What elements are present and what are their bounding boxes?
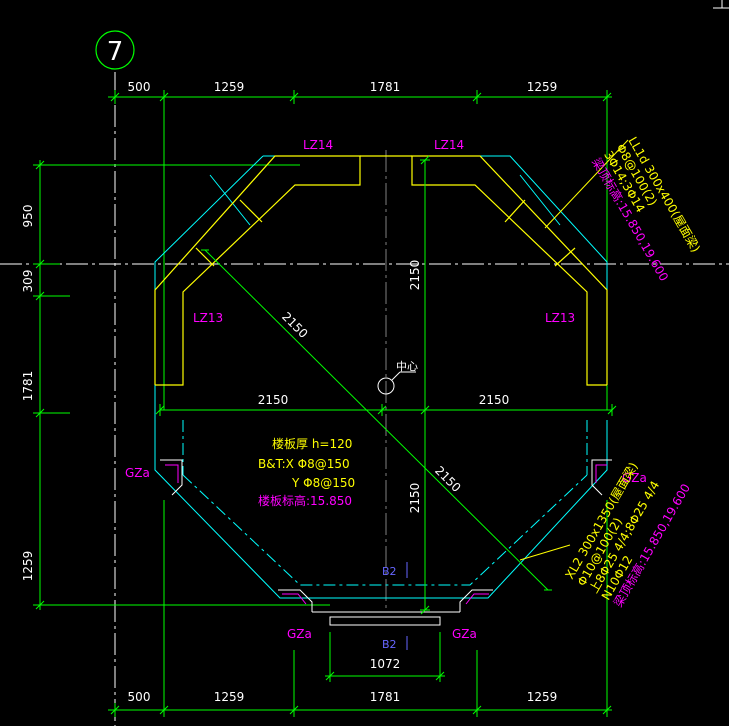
bottom-opening	[312, 611, 460, 626]
center-marker	[377, 371, 416, 395]
dim-inner-diag-upper: 2150	[279, 309, 310, 340]
label-gza-bottom-left: GZa	[287, 627, 312, 641]
dim-inner-v-bottom: 2150	[408, 483, 422, 514]
ll1d-leader	[544, 139, 629, 229]
inner-dimension-lines	[155, 155, 617, 615]
dimension-text-top: 500 1259 1781 1259	[128, 80, 558, 94]
dimension-text-left: 950 309 1781 1259	[21, 205, 35, 582]
label-gza-left: GZa	[125, 466, 150, 480]
upper-walls-yellow	[154, 155, 608, 386]
dim-left-3: 1781	[21, 371, 35, 402]
dim-inner-h-left: 2150	[258, 393, 289, 407]
dim-inner-v-top: 2150	[408, 260, 422, 291]
dim-bottom-3: 1781	[370, 690, 401, 704]
b2-labels: B2 B2	[382, 565, 397, 651]
dim-left-4: 1259	[21, 551, 35, 582]
dim-inner-h-right: 2150	[479, 393, 510, 407]
dim-top-4: 1259	[527, 80, 558, 94]
label-gza-right: GZa	[622, 471, 647, 485]
dim-top-2: 1259	[214, 80, 245, 94]
slab-y: Y Φ8@150	[291, 476, 355, 490]
dim-top-3: 1781	[370, 80, 401, 94]
dimension-chain-bottom	[108, 500, 612, 717]
dim-bottom-1: 500	[128, 690, 151, 704]
slab-thickness: 楼板厚 h=120	[272, 436, 352, 451]
slab-elevation: 楼板标高:15.850	[258, 493, 352, 508]
gza-columns-magenta	[165, 464, 607, 605]
label-lz13-left: LZ13	[193, 311, 223, 325]
dimension-text-bottom: 500 1259 1781 1259	[128, 690, 558, 704]
dim-top-1: 500	[128, 80, 151, 94]
column-labels: LZ14 LZ14 LZ13 LZ13 GZa GZa GZa GZa	[125, 138, 647, 641]
label-lz14-left: LZ14	[303, 138, 333, 152]
viewport-corner-marks	[713, 0, 729, 9]
center-label: 中心	[396, 360, 418, 373]
grid-bubble-label: 7	[107, 37, 124, 67]
b2-label-upper: B2	[382, 565, 397, 578]
b2-label-lower: B2	[382, 638, 397, 651]
opening-dimension	[325, 632, 445, 682]
dim-left-2: 309	[21, 270, 35, 293]
gza-columns	[160, 459, 612, 612]
grid-bubble-7[interactable]: 7	[95, 30, 135, 70]
label-lz13-right: LZ13	[545, 311, 575, 325]
slab-bt-x: B&T:X Φ8@150	[258, 457, 350, 471]
dimension-chain-left	[33, 160, 330, 610]
dim-bottom-4: 1259	[527, 690, 558, 704]
octagon-inner-dashed	[182, 420, 588, 586]
label-lz14-right: LZ14	[434, 138, 464, 152]
octagon-outer-cyan	[154, 155, 608, 599]
dim-left-1: 950	[21, 205, 35, 228]
slab-annotation: 楼板厚 h=120 B&T:X Φ8@150 Y Φ8@150 楼板标高:15.…	[258, 436, 355, 508]
dimension-chain-top	[108, 90, 612, 410]
dim-opening: 1072	[370, 657, 401, 671]
dim-bottom-2: 1259	[214, 690, 245, 704]
beam-xl2-text: XL2 300x1350(屋面梁) Φ10@100(2) 上8Φ25 4/4;8…	[562, 459, 693, 609]
xl2-leader	[519, 544, 571, 561]
label-gza-bottom-right: GZa	[452, 627, 477, 641]
